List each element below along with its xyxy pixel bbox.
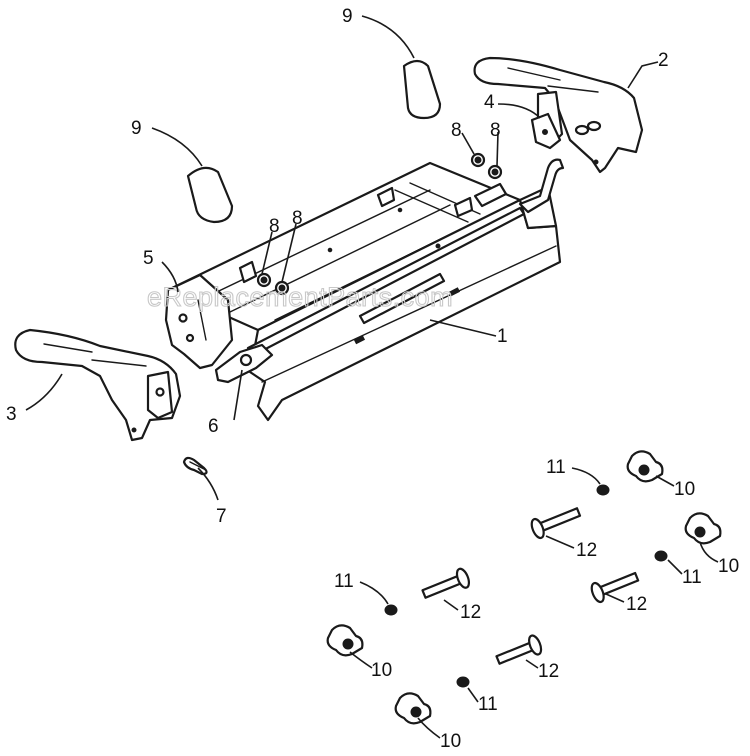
callout-8-a: 8 bbox=[451, 120, 462, 141]
callout-10-a: 10 bbox=[674, 479, 695, 500]
callout-4: 4 bbox=[484, 92, 495, 113]
callout-8-b: 8 bbox=[490, 120, 501, 141]
part-9-knob-caps bbox=[186, 59, 442, 224]
callout-10-c: 10 bbox=[371, 660, 392, 681]
callout-11-c: 11 bbox=[334, 571, 354, 592]
callout-9-b: 9 bbox=[131, 118, 142, 139]
part-11-nuts bbox=[384, 484, 668, 688]
callout-12-b: 12 bbox=[626, 594, 647, 615]
callout-11-a: 11 bbox=[546, 457, 566, 478]
callout-10-b: 10 bbox=[718, 556, 739, 577]
callout-8-d: 8 bbox=[292, 208, 303, 229]
watermark-text: eReplacementParts.com bbox=[147, 282, 453, 312]
callout-2: 2 bbox=[658, 50, 669, 71]
part-7-pin bbox=[182, 456, 208, 476]
callout-10-d: 10 bbox=[440, 731, 461, 752]
part-1-frame bbox=[164, 158, 565, 422]
part-10-wing-knobs bbox=[326, 450, 722, 725]
callout-9-a: 9 bbox=[342, 6, 353, 27]
leader-lines bbox=[25, 15, 719, 739]
callout-6: 6 bbox=[208, 416, 219, 437]
callout-labels: 1 2 3 4 5 6 7 8 8 8 8 9 9 10 10 10 10 11… bbox=[6, 6, 739, 752]
callout-5: 5 bbox=[143, 248, 154, 269]
part-12-bolts bbox=[421, 507, 640, 665]
callout-3: 3 bbox=[6, 404, 17, 425]
callout-12-c: 12 bbox=[460, 602, 481, 623]
part-3-left-grip bbox=[14, 328, 182, 442]
callout-1: 1 bbox=[497, 326, 508, 347]
callout-11-d: 11 bbox=[478, 694, 498, 715]
part-2-right-grip bbox=[473, 56, 644, 174]
callout-11-b: 11 bbox=[682, 567, 702, 588]
callout-12-a: 12 bbox=[576, 540, 597, 561]
callout-8-c: 8 bbox=[269, 216, 280, 237]
part-4-bracket bbox=[530, 112, 562, 150]
callout-7: 7 bbox=[216, 506, 227, 527]
part-8-nuts bbox=[470, 152, 503, 180]
callout-12-d: 12 bbox=[538, 661, 559, 682]
